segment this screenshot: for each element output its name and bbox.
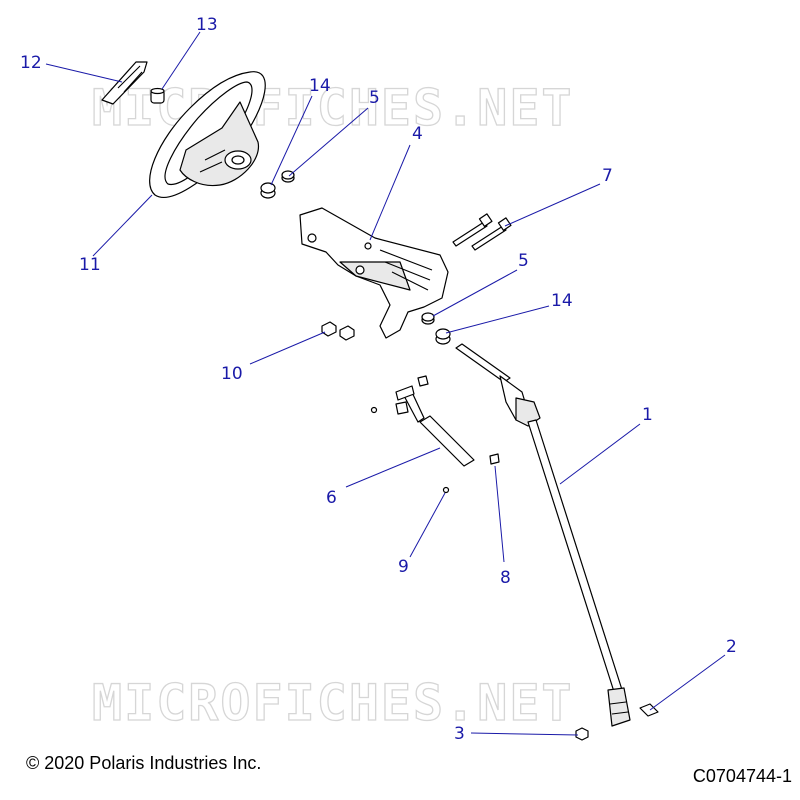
callout-5-mid: 5 [518, 251, 529, 271]
part-2-bolt [639, 703, 659, 717]
callout-2: 2 [726, 637, 737, 657]
part-5-ring-mid [421, 312, 435, 325]
callout-14-top: 14 [309, 76, 331, 96]
part-14-bushing-mid [435, 328, 451, 345]
part-7-bolts [452, 213, 512, 251]
callout-9: 9 [398, 557, 409, 577]
callout-14-mid: 14 [551, 291, 573, 311]
callout-5-top: 5 [369, 88, 380, 108]
callout-3: 3 [454, 724, 465, 744]
watermark-top: MICROFICHES.NET [92, 79, 574, 137]
callout-8: 8 [500, 568, 511, 588]
leader-lines [45, 31, 726, 736]
part-11-steering-wheel [149, 71, 266, 198]
part-9-nut [442, 486, 450, 494]
part-1-steering-shaft [455, 343, 631, 727]
figure-id: C0704744-1 [692, 766, 792, 786]
part-6-gas-strut [370, 375, 475, 467]
callout-7: 7 [602, 166, 613, 186]
callout-12: 12 [20, 53, 42, 73]
part-13-sleeve [150, 87, 165, 104]
callout-1: 1 [642, 405, 653, 425]
part-12-clip [101, 61, 148, 105]
watermark-bottom: MICROFICHES.NET [92, 674, 574, 732]
part-8-screw [489, 453, 500, 465]
callout-13: 13 [196, 15, 218, 35]
callout-labels: 1 2 3 4 5 5 6 7 8 9 10 11 12 13 14 14 [20, 15, 737, 744]
callout-11: 11 [79, 255, 101, 275]
copyright-notice: © 2020 Polaris Industries Inc. [26, 753, 262, 773]
part-4-bracket [299, 207, 449, 339]
callout-4: 4 [412, 124, 423, 144]
callout-10: 10 [221, 364, 243, 384]
part-10-nuts [321, 321, 355, 341]
part-5-ring-top [281, 170, 295, 183]
part-3-nut [575, 727, 589, 741]
part-14-bushing-top [260, 182, 276, 199]
callout-6: 6 [326, 488, 337, 508]
